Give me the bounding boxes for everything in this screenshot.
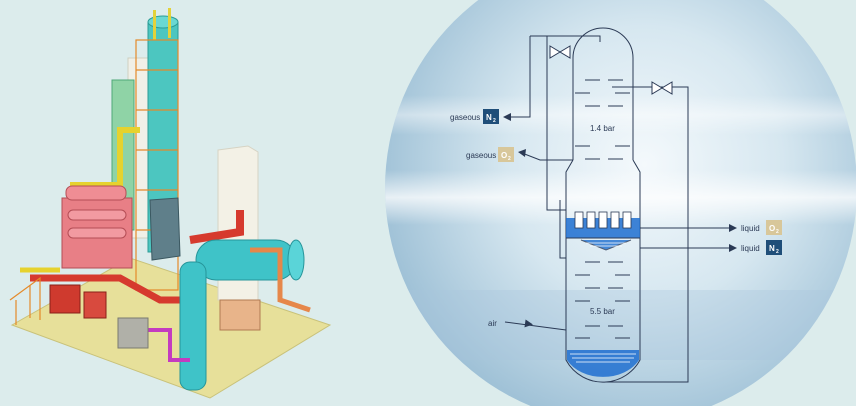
upper-pressure-label: 1.4 bar [590,124,615,133]
o2-badge-gaseous [498,147,514,162]
o2-badge-liquid-sub: 2 [776,229,779,235]
gaseous-n2-label: gaseous [450,113,480,122]
n2-badge-liquid [766,240,782,255]
diagram-labels: gaseous N 2 gaseous O 2 1.4 bar 5.5 bar … [450,109,782,328]
gaseous-o2-label: gaseous [466,151,496,160]
n2-badge-gaseous [483,109,499,124]
distillation-column [565,27,641,383]
process-piping [504,35,735,383]
o2-badge-liquid [766,220,782,235]
o2-badge-gaseous-sub: 2 [508,156,511,162]
process-diagram-circle: gaseous N 2 gaseous O 2 1.4 bar 5.5 bar … [385,0,856,406]
sump-liquid [567,350,639,377]
n2-badge-gaseous-text: N [486,113,492,122]
lower-trays [575,261,630,339]
o2-badge-gaseous-text: O [501,151,507,160]
lower-pressure-label: 5.5 bar [590,307,615,316]
n2-badge-gaseous-sub: 2 [493,118,496,124]
liquid-n2-label: liquid [741,244,760,253]
n2-badge-liquid-text: N [769,244,775,253]
air-label: air [488,319,497,328]
o2-badge-liquid-text: O [769,224,775,233]
n2-badge-liquid-sub: 2 [776,249,779,255]
plant-3d-illustration [9,8,332,399]
flow-arrows [503,113,737,328]
liquid-o2-label: liquid [741,224,760,233]
condenser-reboiler [566,211,640,251]
valves [549,45,673,95]
upper-trays [575,79,630,160]
